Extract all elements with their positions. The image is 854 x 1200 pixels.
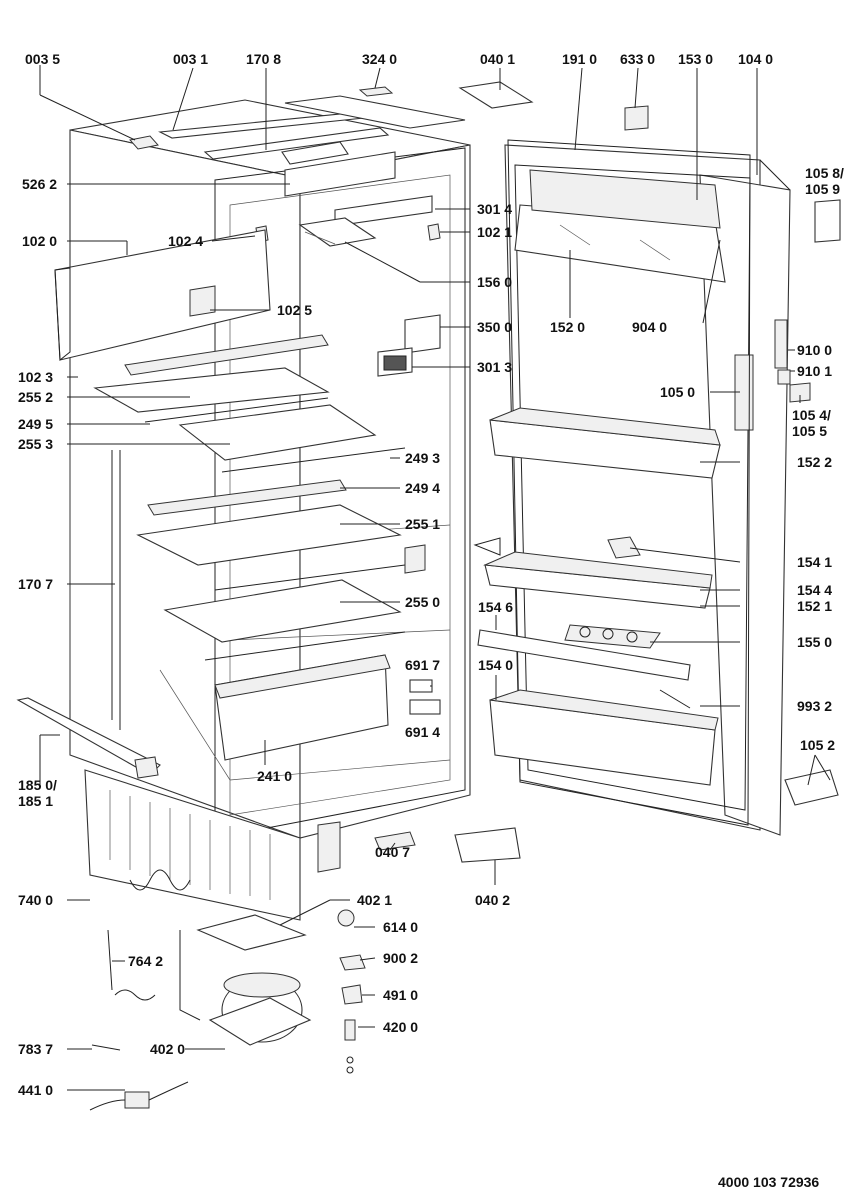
label-2493: 249 3	[405, 450, 440, 466]
label-1910: 191 0	[562, 51, 597, 67]
sensors-and-cords	[89, 929, 189, 1111]
label-4910: 491 0	[383, 987, 418, 1003]
label-1021: 102 1	[477, 224, 512, 240]
shelves	[93, 334, 426, 661]
label-4021: 402 1	[357, 892, 392, 908]
control-panel	[281, 141, 433, 227]
label-0407: 040 7	[375, 844, 410, 860]
label-1050: 105 0	[660, 384, 695, 400]
label-1560: 156 0	[477, 274, 512, 290]
label-0035: 003 5	[25, 51, 60, 67]
label-2495: 249 5	[18, 416, 53, 432]
label-1052: 105 2	[800, 737, 835, 753]
door-shelves	[473, 407, 721, 786]
compressor	[179, 909, 366, 1074]
dairy-compartment	[514, 169, 726, 283]
label-1850a: 185 0/	[18, 777, 57, 793]
label-1546: 154 6	[478, 599, 513, 615]
label-1544: 154 4	[797, 582, 832, 598]
label-6330: 633 0	[620, 51, 655, 67]
label-9040: 904 0	[632, 319, 667, 335]
top-strips	[129, 86, 466, 160]
label-1520: 152 0	[550, 319, 585, 335]
light-switch-parts	[409, 679, 441, 715]
label-7400: 740 0	[18, 892, 53, 908]
label-1054a: 105 4/	[792, 407, 831, 423]
leader-lines	[39, 65, 831, 1091]
label-9100: 910 0	[797, 342, 832, 358]
label-1707: 170 7	[18, 576, 53, 592]
label-5262: 526 2	[22, 176, 57, 192]
label-1040: 104 0	[738, 51, 773, 67]
label-1054b: 105 5	[792, 423, 827, 439]
label-4200: 420 0	[383, 1019, 418, 1035]
part-labels: 003 5 003 1 170 8 324 0 040 1 191 0 633 …	[18, 51, 844, 1190]
label-1023: 102 3	[18, 369, 53, 385]
crisper-drawer	[214, 654, 391, 761]
label-4410: 441 0	[18, 1082, 53, 1098]
label-6917: 691 7	[405, 657, 440, 673]
label-2494: 249 4	[405, 480, 440, 496]
label-2550: 255 0	[405, 594, 440, 610]
label-0402: 040 2	[475, 892, 510, 908]
label-1521: 152 1	[797, 598, 832, 614]
label-3013: 301 3	[477, 359, 512, 375]
label-2553: 255 3	[18, 436, 53, 452]
label-3014: 301 4	[477, 201, 512, 217]
label-1708: 170 8	[246, 51, 281, 67]
thermostat-parts	[377, 314, 441, 377]
light-housing	[298, 217, 377, 247]
label-4020: 402 0	[150, 1041, 185, 1057]
label-6140: 614 0	[383, 919, 418, 935]
label-0031: 003 1	[173, 51, 208, 67]
label-1541: 154 1	[797, 554, 832, 570]
label-7642: 764 2	[128, 953, 163, 969]
label-3500: 350 0	[477, 319, 512, 335]
label-3240: 324 0	[362, 51, 397, 67]
label-1058a: 105 8/	[805, 165, 844, 181]
label-2551: 255 1	[405, 516, 440, 532]
side-rails	[16, 440, 161, 779]
label-1530: 153 0	[678, 51, 713, 67]
label-1020: 102 0	[22, 233, 57, 249]
label-1550: 155 0	[797, 634, 832, 650]
label-1540: 154 0	[478, 657, 513, 673]
footer-code: 4000 103 72936	[718, 1174, 819, 1190]
label-6914: 691 4	[405, 724, 440, 740]
label-7837: 783 7	[18, 1041, 53, 1057]
label-1058b: 105 9	[805, 181, 840, 197]
label-0401: 040 1	[480, 51, 515, 67]
label-1522: 152 2	[797, 454, 832, 470]
condenser-coil	[84, 769, 341, 921]
label-1850b: 185 1	[18, 793, 53, 809]
label-9002: 900 2	[383, 950, 418, 966]
door-hinge-hardware	[374, 81, 841, 863]
label-9932: 993 2	[797, 698, 832, 714]
label-2410: 241 0	[257, 768, 292, 784]
label-1025: 102 5	[277, 302, 312, 318]
label-2552: 255 2	[18, 389, 53, 405]
label-1024: 102 4	[168, 233, 203, 249]
label-9101: 910 1	[797, 363, 832, 379]
